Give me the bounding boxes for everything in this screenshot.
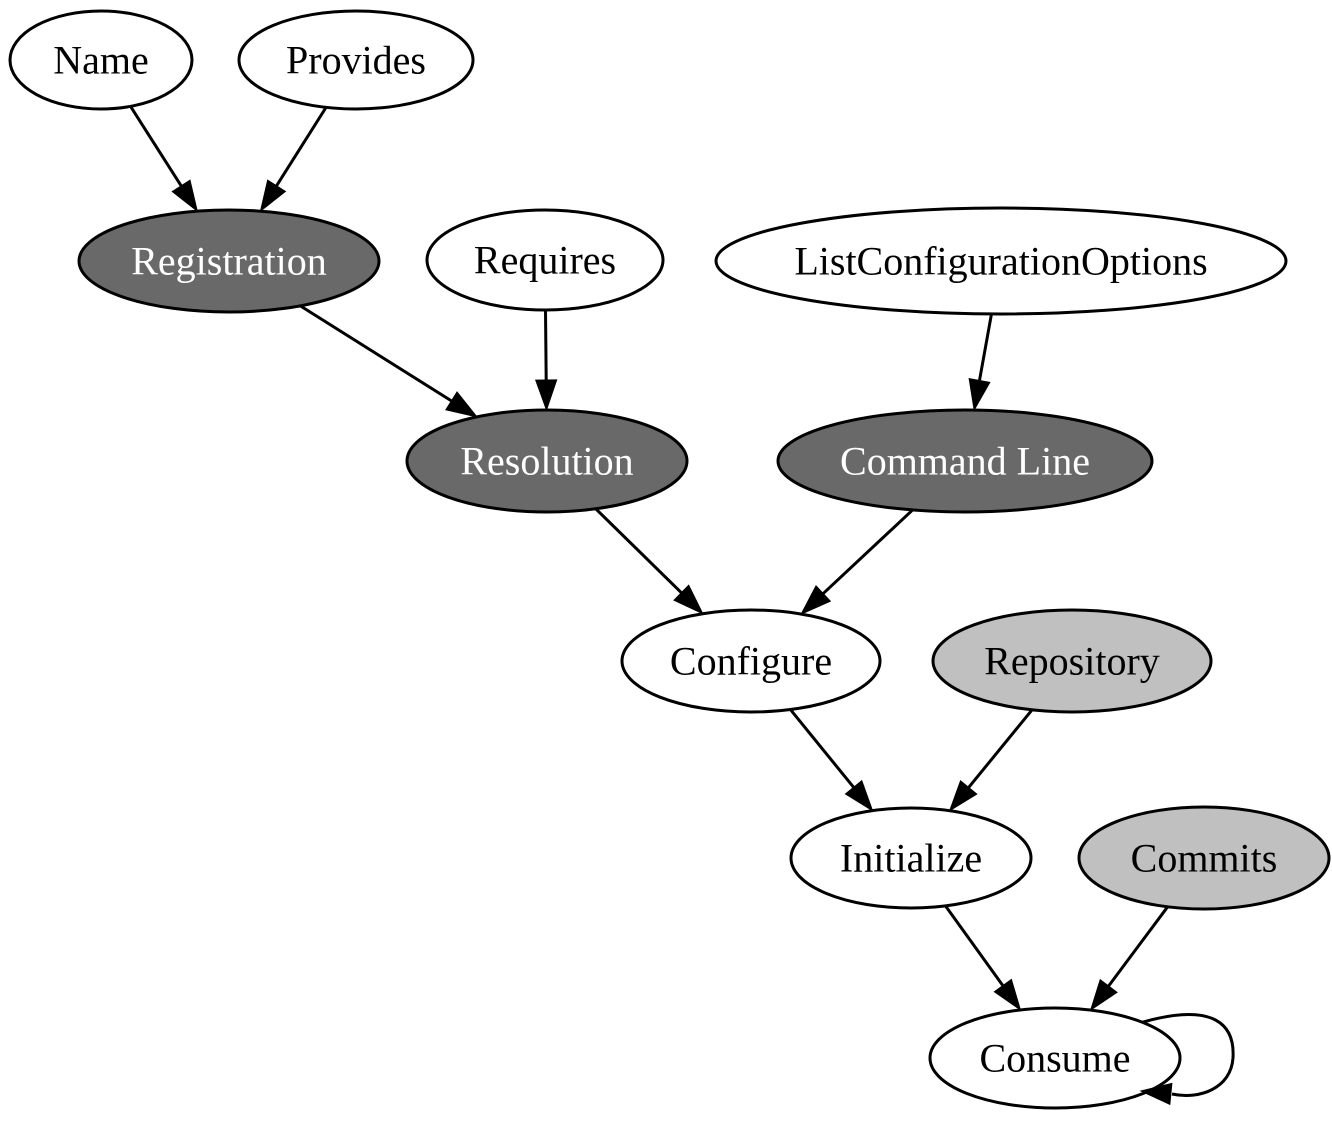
node-commits: Commits: [1077, 805, 1331, 911]
edge-repository-initialize-arrowhead: [948, 779, 978, 812]
edge-repository-initialize-line: [967, 708, 1034, 789]
node-shape-requires: [425, 208, 665, 312]
edge-consume-consume-arrowhead: [1139, 1082, 1173, 1106]
edge-commits-consume-line: [1107, 905, 1169, 987]
edge-configure-initialize: [789, 708, 874, 812]
edge-commits-consume-arrowhead: [1089, 978, 1118, 1012]
edge-requires-resolution: [534, 309, 558, 412]
node-shape-consume: [928, 1006, 1182, 1110]
edge-requires-resolution-line: [543, 309, 548, 381]
node-list_configuration_options: ListConfigurationOptions: [714, 206, 1288, 316]
edge-name-registration: [129, 105, 199, 213]
node-label-repository: Repository: [984, 639, 1160, 684]
node-label-requires: Requires: [474, 238, 616, 283]
edge-name-registration-line: [129, 105, 183, 187]
node-consume: Consume: [928, 1006, 1182, 1110]
node-label-configure: Configure: [670, 639, 832, 684]
edge-requires-resolution-arrowhead: [534, 379, 558, 412]
node-resolution: Resolution: [405, 408, 689, 514]
edge-command_line-configure: [800, 508, 914, 616]
edge-command_line-configure-line: [822, 508, 914, 595]
edge-commits-consume: [1089, 905, 1169, 1012]
edge-provides-registration-line: [275, 106, 328, 187]
edge-resolution-configure-line: [594, 507, 683, 594]
node-shape-registration: [77, 208, 381, 314]
edge-list_configuration_options-command_line-arrowhead: [968, 378, 991, 412]
edge-repository-initialize: [948, 708, 1034, 812]
edge-resolution-configure: [594, 507, 704, 615]
node-shape-name: [8, 9, 194, 111]
node-registration: Registration: [77, 208, 381, 314]
node-label-registration: Registration: [131, 239, 327, 284]
edge-consume-consume-line: [1142, 1013, 1235, 1097]
node-label-commits: Commits: [1131, 836, 1278, 881]
edge-command_line-configure-arrowhead: [800, 585, 832, 616]
edge-consume-consume: [1139, 1013, 1235, 1106]
edge-configure-initialize-line: [789, 708, 855, 789]
node-shape-command_line: [776, 408, 1154, 514]
node-label-name: Name: [53, 38, 149, 83]
edge-configure-initialize-arrowhead: [844, 779, 874, 812]
edge-registration-resolution-line: [299, 304, 453, 403]
node-configure: Configure: [620, 608, 882, 714]
node-initialize: Initialize: [789, 806, 1033, 910]
edge-name-registration-arrowhead: [171, 179, 199, 213]
node-name: Name: [8, 9, 194, 111]
edge-registration-resolution: [299, 304, 479, 418]
node-requires: Requires: [425, 208, 665, 312]
edge-list_configuration_options-command_line: [968, 313, 993, 412]
node-label-consume: Consume: [979, 1036, 1130, 1081]
edge-registration-resolution-arrowhead: [445, 391, 479, 418]
node-shape-repository: [931, 608, 1213, 714]
node-label-command_line: Command Line: [840, 439, 1090, 484]
node-label-resolution: Resolution: [460, 439, 633, 484]
edge-initialize-consume-arrowhead: [993, 978, 1022, 1012]
edge-initialize-consume-line: [944, 905, 1005, 987]
node-provides: Provides: [237, 9, 475, 111]
node-shape-commits: [1077, 805, 1331, 911]
node-shape-list_configuration_options: [714, 206, 1288, 316]
node-command_line: Command Line: [776, 408, 1154, 514]
node-label-provides: Provides: [286, 38, 426, 83]
node-repository: Repository: [931, 608, 1213, 714]
edge-provides-registration-arrowhead: [259, 179, 287, 213]
edge-provides-registration: [259, 106, 328, 213]
edge-list_configuration_options-command_line-line: [978, 313, 993, 381]
node-shape-configure: [620, 608, 882, 714]
node-label-list_configuration_options: ListConfigurationOptions: [794, 239, 1207, 284]
node-shape-provides: [237, 9, 475, 111]
node-label-initialize: Initialize: [840, 836, 982, 881]
edge-initialize-consume: [944, 905, 1022, 1012]
node-shape-initialize: [789, 806, 1033, 910]
